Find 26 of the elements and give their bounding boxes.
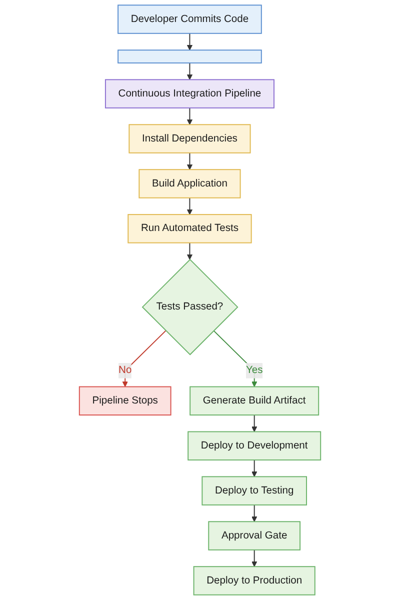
node-label: Build Application	[152, 176, 228, 191]
arrow	[252, 504, 258, 522]
node-label: Developer Commits Code	[130, 12, 249, 26]
edge-label: No	[118, 362, 132, 378]
node-label: Approval Gate	[222, 528, 288, 543]
arrow	[252, 459, 258, 477]
node-label: Run Automated Tests	[140, 222, 238, 236]
node-label: Continuous Integration Pipeline	[118, 87, 262, 101]
arrow	[186, 197, 193, 215]
arrow	[186, 152, 193, 170]
node-label: Deploy to Testing	[215, 484, 294, 498]
arrow	[122, 330, 166, 387]
node-label: Generate Build Artifact	[202, 394, 306, 408]
arrow	[252, 549, 258, 567]
node-label: Pipeline Stops	[92, 394, 158, 408]
node-label: Deploy to Development	[200, 439, 308, 453]
arrow	[252, 414, 258, 432]
edge-label: Yes	[246, 362, 263, 378]
arrow	[186, 32, 193, 50]
arrow	[186, 242, 193, 260]
node-label: Tests Passed?	[156, 300, 224, 314]
node-label: Install Dependencies	[142, 132, 238, 146]
node-label: Deploy to Production	[206, 574, 302, 588]
arrow	[213, 330, 258, 387]
arrow	[186, 107, 193, 125]
arrow	[186, 62, 193, 80]
